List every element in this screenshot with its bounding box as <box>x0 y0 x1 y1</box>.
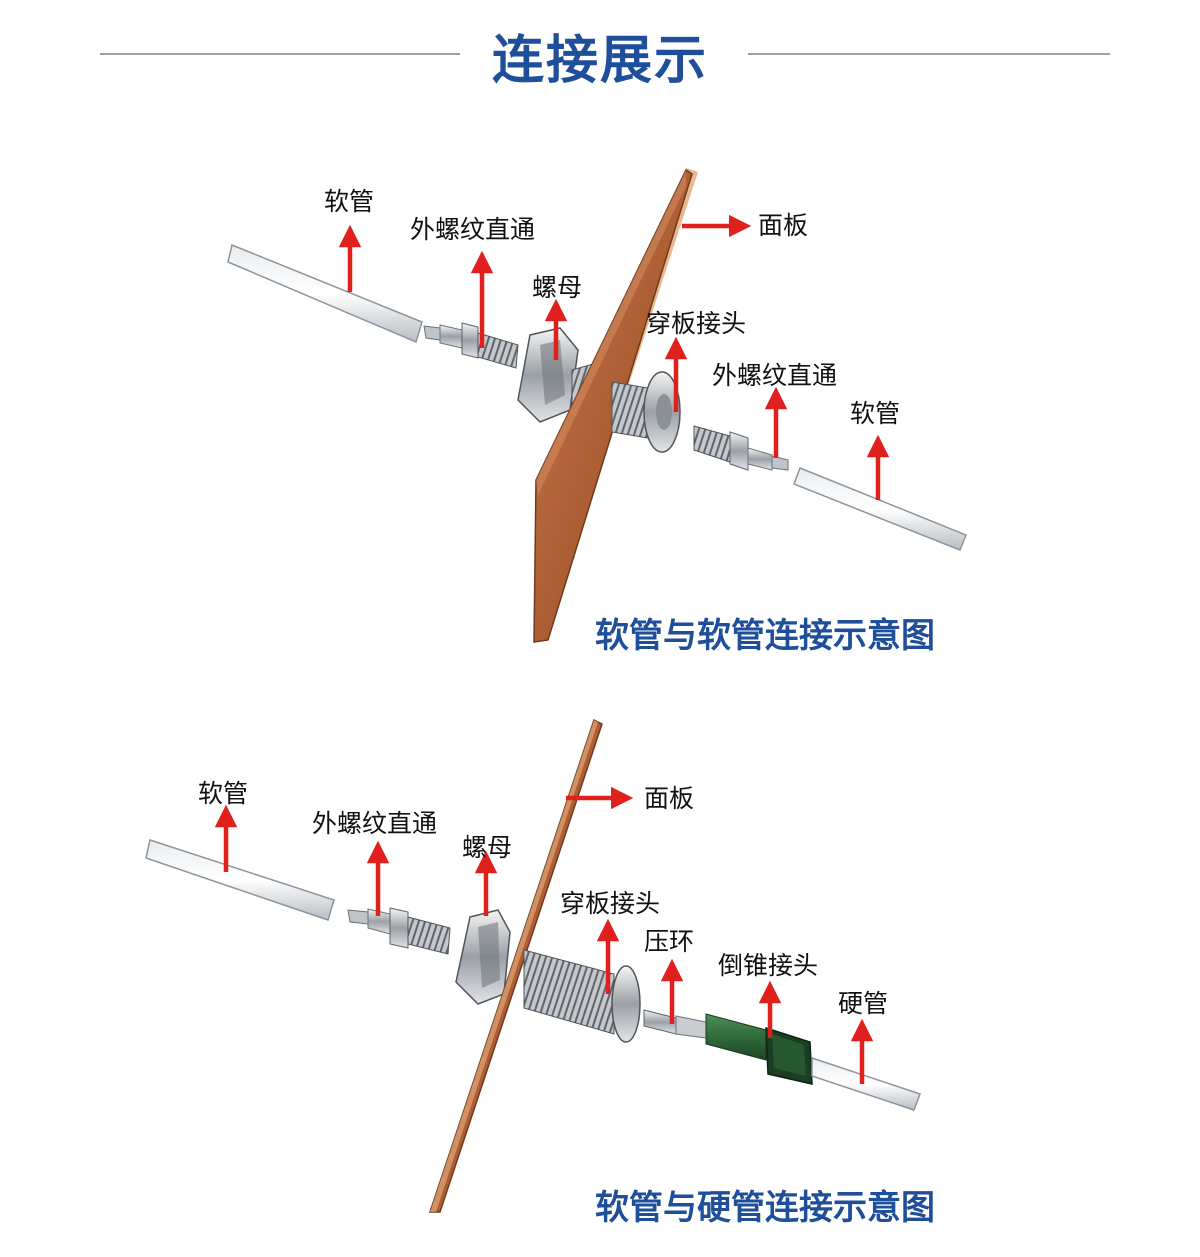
diagram-hose-to-hose: 软管 外螺纹直通 螺母 面板 穿板接头 外螺纹直通 软管 <box>227 168 967 643</box>
page-title: 连接展示 <box>491 31 708 91</box>
label-hose-left: 软管 <box>324 187 374 216</box>
label-panel: 面板 <box>644 784 694 813</box>
ferrule <box>643 1009 707 1039</box>
header-divider-right <box>748 53 1110 55</box>
header-divider-left <box>100 53 460 55</box>
label-bulkhead: 穿板接头 <box>646 309 746 338</box>
rigid-pipe <box>811 1056 921 1111</box>
label-rigid-pipe: 硬管 <box>838 989 888 1018</box>
diagram-hose-to-rigid-pipe: 软管 外螺纹直通 螺母 面板 穿板接头 压环 倒锥接头 硬管 <box>145 718 921 1213</box>
label-male-union-left: 外螺纹直通 <box>410 215 535 244</box>
caption-hose-to-rigid-pipe: 软管与硬管连接示意图 <box>595 1188 935 1228</box>
label-nut: 螺母 <box>462 833 512 862</box>
cone-fitting <box>705 1013 813 1085</box>
bulkhead-fitting <box>611 371 681 453</box>
label-male-union: 外螺纹直通 <box>312 809 437 838</box>
male-union-right <box>693 425 789 471</box>
label-panel: 面板 <box>758 211 808 240</box>
label-male-union-right: 外螺纹直通 <box>712 361 837 390</box>
label-ferrule: 压环 <box>644 927 694 956</box>
label-bulkhead: 穿板接头 <box>560 889 660 918</box>
label-hose-right: 软管 <box>850 399 900 428</box>
label-nut: 螺母 <box>532 273 582 302</box>
hose-right <box>793 467 967 551</box>
hose-left <box>227 243 423 344</box>
male-union <box>347 907 451 955</box>
caption-hose-to-hose: 软管与软管连接示意图 <box>595 616 935 656</box>
male-union-left <box>423 322 519 369</box>
nut <box>455 909 511 1005</box>
nut <box>517 327 579 423</box>
label-hose-left: 软管 <box>198 779 248 808</box>
bulkhead-fitting <box>523 949 641 1043</box>
label-cone-fitting: 倒锥接头 <box>718 951 818 980</box>
hose-left <box>145 839 335 921</box>
panel <box>428 718 603 1213</box>
